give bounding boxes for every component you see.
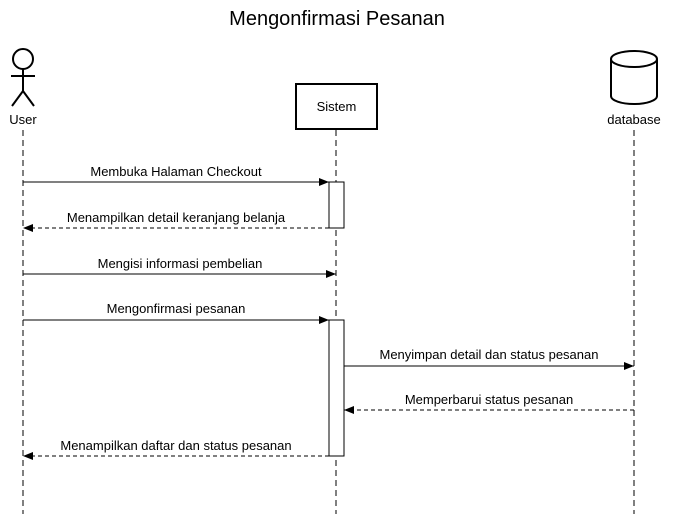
message-label: Menyimpan detail dan status pesanan [380,347,599,362]
message-label: Memperbarui status pesanan [405,392,573,407]
user-label: User [9,112,37,127]
database-cylinder-icon [610,50,658,105]
message-label: Mengonfirmasi pesanan [107,301,246,316]
message-label: Menampilkan detail keranjang belanja [67,210,286,225]
database-label: database [607,112,661,127]
sistem-box [295,83,378,130]
sistem-label: Sistem [317,99,357,114]
message-label: Membuka Halaman Checkout [90,164,262,179]
stick-figure-icon [11,48,35,107]
message-label: Mengisi informasi pembelian [98,256,263,271]
diagram-title: Mengonfirmasi Pesanan [229,8,445,30]
activation-bar [328,181,345,229]
activation-bar [328,319,345,457]
message-label: Menampilkan daftar dan status pesanan [60,438,291,453]
